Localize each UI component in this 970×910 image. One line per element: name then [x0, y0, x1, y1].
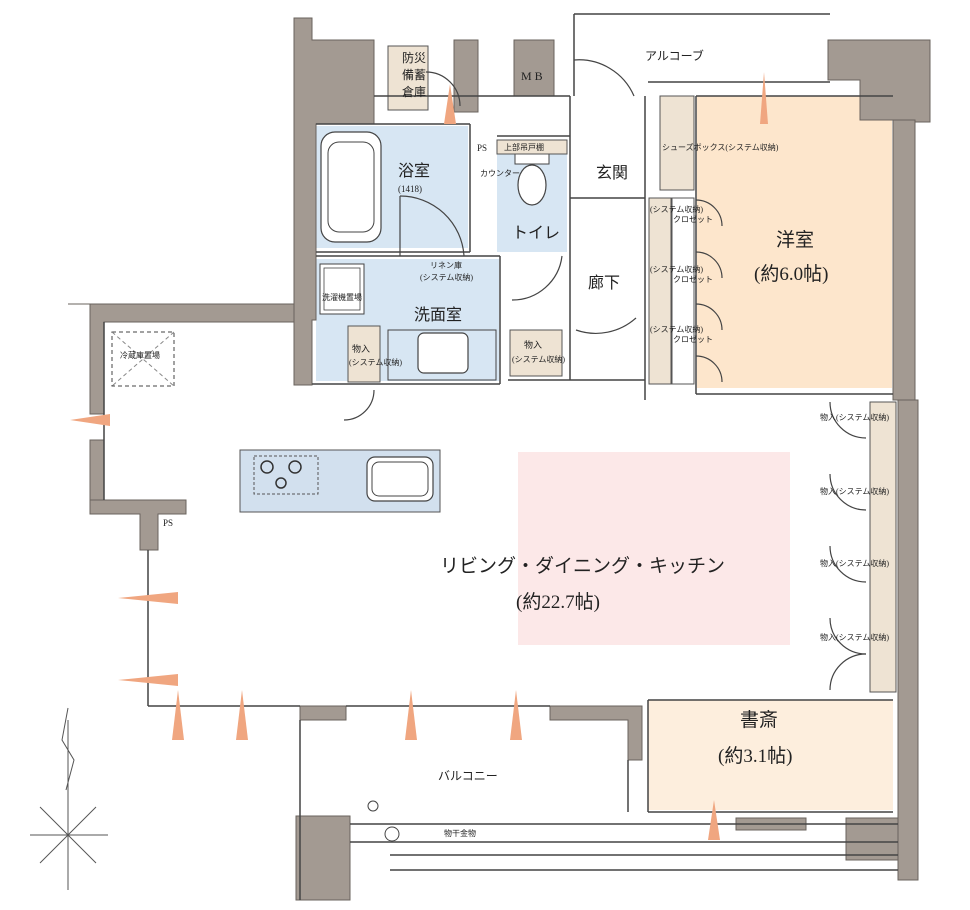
closet-sub: (システム収納)	[650, 324, 703, 334]
storage-box	[496, 139, 568, 155]
washer-inner	[323, 267, 361, 311]
disaster-storage-label: 備蓄	[402, 67, 426, 82]
doors	[343, 59, 867, 691]
burner	[275, 477, 287, 489]
closet-label: クロゼット	[673, 334, 713, 344]
entrance-label: 玄関	[596, 164, 628, 182]
washbasin	[417, 332, 469, 374]
fridge-area	[111, 331, 175, 387]
linen-sub: (システム収納)	[420, 272, 473, 282]
study-label: 書斎	[740, 709, 778, 731]
mb-label: M B	[521, 69, 543, 83]
closet-label: クロゼット	[673, 214, 713, 224]
storage-small-sub: (システム収納)	[349, 357, 402, 367]
ldk-highlight	[518, 452, 790, 645]
western-room-fill	[697, 96, 892, 388]
western-room-size: (約6.0帖)	[754, 263, 828, 285]
bathtub-inner	[327, 141, 375, 233]
western-room-label: 洋室	[776, 229, 814, 251]
washer-space	[319, 263, 365, 315]
shoes-box-label: シューズボックス(システム収納)	[662, 142, 779, 152]
sink-basin	[371, 461, 429, 497]
study-fill	[648, 700, 893, 810]
hallway-label: 廊下	[588, 274, 620, 292]
alcove-label: アルコーブ	[645, 48, 704, 63]
closet-label: クロゼット	[673, 274, 713, 284]
ps-left-label: PS	[163, 518, 173, 528]
burner	[260, 460, 274, 474]
walls	[68, 17, 931, 901]
bathroom-size: (1418)	[398, 184, 422, 194]
closet-strip	[671, 197, 695, 385]
storage-right-label: 物入(システム収納)	[820, 412, 889, 422]
ps-top-label: PS	[477, 143, 487, 153]
storage-box	[659, 95, 695, 191]
drain-icon	[384, 826, 400, 842]
storage-box	[387, 45, 429, 111]
interior-walls	[103, 13, 898, 900]
linen-label: リネン庫	[430, 260, 462, 270]
bathroom-label: 浴室	[398, 162, 430, 180]
closet-sub: (システム収納)	[650, 264, 703, 274]
stove-area	[253, 455, 319, 495]
storage-right-label: 物入(システム収納)	[820, 486, 889, 496]
ldk-label: リビング・ダイニング・キッチン	[440, 555, 725, 577]
storage-hall-sub: (システム収納)	[512, 354, 565, 364]
storage-small-label: 物入	[352, 343, 370, 354]
ventilation-arrows	[70, 72, 768, 840]
drain-icon	[367, 800, 379, 812]
storage-box	[509, 329, 563, 377]
sink	[366, 456, 434, 502]
toilet-bowl	[517, 164, 547, 206]
toilet-label: トイレ	[512, 225, 560, 242]
burner	[288, 460, 302, 474]
washbasin-counter	[387, 329, 497, 381]
bathtub	[320, 131, 382, 243]
study-size: (約3.1帖)	[718, 745, 792, 767]
ldk-size: (約22.7帖)	[516, 591, 600, 613]
fridge-label: 冷蔵庫置場	[120, 350, 160, 360]
closet-strip	[648, 197, 672, 385]
disaster-storage-label: 防災	[402, 50, 426, 65]
upper-shelf-label: 上部吊戸棚	[504, 142, 544, 152]
closet-sub: (システム収納)	[650, 204, 703, 214]
storage-right-label: 物入(システム収納)	[820, 632, 889, 642]
storage-box	[347, 325, 381, 383]
disaster-storage-label: 倉庫	[402, 84, 426, 99]
compass-icon	[30, 707, 108, 890]
storage-hall-label: 物入	[524, 339, 542, 350]
counter-label: カウンター	[480, 169, 520, 178]
drying-label: 物干金物	[444, 828, 476, 838]
washroom-label: 洗面室	[414, 306, 462, 324]
washer-label: 洗濯機置場	[322, 292, 362, 302]
balcony-label: バルコニー	[438, 769, 498, 783]
storage-right-label: 物入(システム収納)	[820, 558, 889, 568]
storage-right	[869, 401, 897, 693]
